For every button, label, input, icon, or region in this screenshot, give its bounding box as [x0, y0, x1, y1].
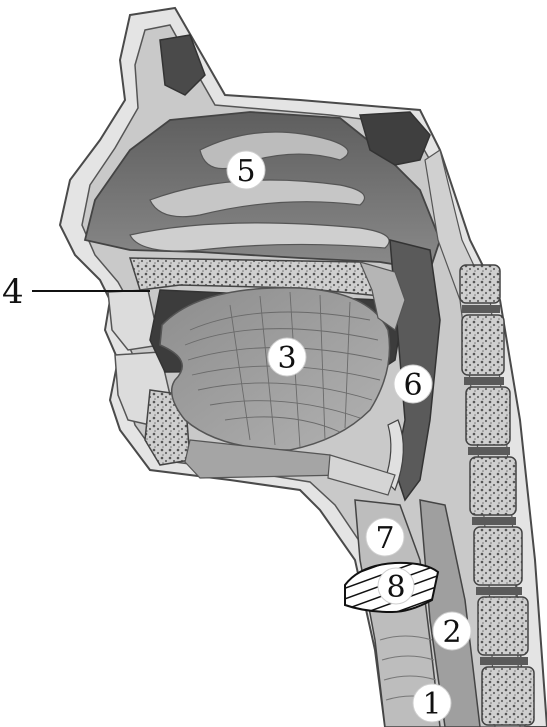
label-6: 6: [403, 368, 422, 403]
label-6-marker: 6: [394, 365, 432, 403]
intervertebral-disc: [472, 517, 516, 525]
vertebra: [474, 527, 522, 585]
vertebra: [460, 265, 500, 303]
label-1-marker: 1: [413, 684, 451, 722]
intervertebral-disc: [462, 305, 500, 313]
intervertebral-disc: [476, 587, 522, 595]
vertebra: [466, 387, 510, 445]
intervertebral-disc: [464, 377, 504, 385]
label-4: 4: [2, 272, 24, 312]
label-2-marker: 2: [433, 612, 471, 650]
vertebra: [470, 457, 516, 515]
vertebra: [462, 315, 504, 375]
label-5-marker: 5: [227, 151, 265, 189]
label-8: 8: [386, 570, 405, 605]
intervertebral-disc: [480, 657, 528, 665]
label-3: 3: [277, 341, 296, 376]
label-8-marker: 8: [378, 568, 414, 605]
label-7-marker: 7: [366, 518, 404, 556]
vertebra: [482, 667, 534, 725]
label-3-marker: 3: [268, 338, 306, 376]
vertebra: [478, 597, 528, 655]
label-5: 5: [236, 154, 255, 189]
intervertebral-disc: [468, 447, 510, 455]
label-1: 1: [422, 687, 441, 722]
label-7: 7: [375, 521, 394, 556]
label-2: 2: [442, 615, 461, 650]
